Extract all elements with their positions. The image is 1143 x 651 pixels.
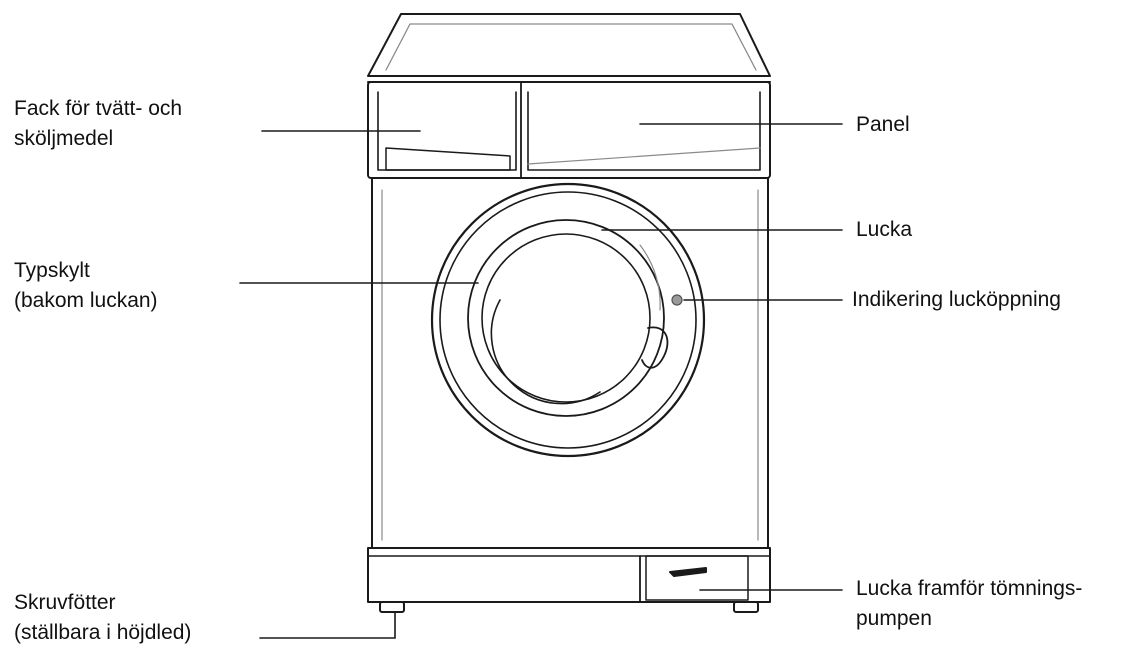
label-detergent-drawer-line2: sköljmedel <box>14 127 114 150</box>
label-pump-flap-line2: pumpen <box>856 607 932 630</box>
machine-plinth <box>367 547 771 603</box>
label-rating-plate-line1: Typskylt <box>14 259 90 282</box>
door-glass <box>467 219 665 417</box>
label-adjustable-feet-line1: Skruvfötter <box>14 591 116 614</box>
machine-top <box>367 13 771 77</box>
door-handle <box>641 326 669 369</box>
control-panel <box>527 91 761 171</box>
pump-flap <box>645 555 749 601</box>
label-pump-flap: Lucka framför tömnings- pumpen <box>856 574 1082 634</box>
label-adjustable-feet-line2: (ställbara i höjdled) <box>14 621 192 644</box>
leader-adjustable-feet <box>259 611 396 639</box>
door-indicator-light <box>671 294 683 306</box>
label-detergent-drawer: Fack för tvätt- och sköljmedel <box>14 94 182 154</box>
label-door-indicator-line1: Indikering lucköppning <box>852 288 1061 311</box>
door-outer-ring <box>430 182 706 458</box>
drawer-handle <box>385 147 511 171</box>
label-detergent-drawer-line1: Fack för tvätt- och <box>14 97 183 120</box>
label-door-line1: Lucka <box>856 218 913 241</box>
pump-flap-grip <box>669 567 707 577</box>
label-adjustable-feet: Skruvfötter (ställbara i höjdled) <box>14 588 191 648</box>
label-panel-line1: Panel <box>856 113 910 136</box>
label-rating-plate: Typskylt (bakom luckan) <box>14 256 158 316</box>
control-strip <box>367 81 771 179</box>
label-door-indicator: Indikering lucköppning <box>852 285 1061 315</box>
label-rating-plate-line2: (bakom luckan) <box>14 289 158 312</box>
foot-right <box>733 601 759 613</box>
label-door: Lucka <box>856 215 912 245</box>
foot-left <box>379 601 405 613</box>
label-pump-flap-line1: Lucka framför tömnings- <box>856 577 1083 600</box>
label-panel: Panel <box>856 110 910 140</box>
